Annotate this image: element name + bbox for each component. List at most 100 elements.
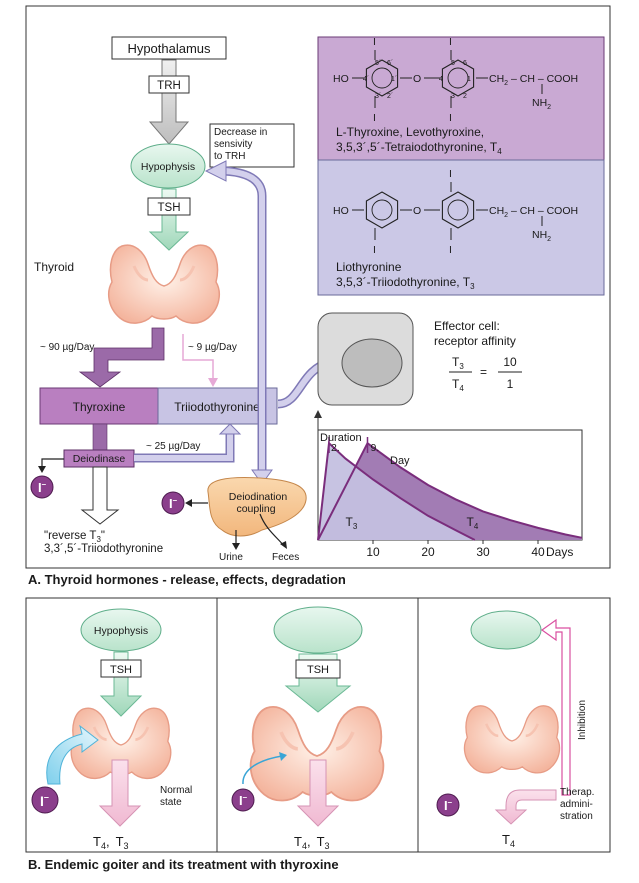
iodine-3: I [449,112,452,124]
ratio-t3: T3 [452,355,464,371]
tsh-arrow [148,188,190,251]
thyroxine-label: Thyroxine [73,400,126,414]
b3-inhibition-label: Inhibition [577,700,588,740]
ring-position-1: 6´ [387,60,393,67]
effector-nucleus [341,338,403,388]
b1-tsh-box [100,659,142,678]
t3-release-arrowhead [208,378,218,387]
levothyroxine-box [317,36,605,161]
liver-iodide-head [185,499,192,507]
x-tick-label-1: 20 [421,545,435,559]
benzene-ring-1 [365,59,399,97]
panel-a-caption: A. Thyroid hormones - release, effects, … [28,572,346,587]
b3-therap-line1: Therap. [560,787,594,798]
iodide-label-a2: I– [169,496,178,511]
ether-oxygen: O [413,205,421,217]
b1-iodide [31,786,59,814]
reverse-t3-label: "reverse T3" [44,530,105,544]
triiodothyronine-box [157,387,278,425]
lio-name-line1: Liothyronine [336,260,402,274]
ratio-denominator: 1 [507,377,514,391]
aromatic-circle-1 [371,67,393,89]
feedback-arrowhead-down [251,469,273,485]
aromatic-circle-2 [447,199,469,221]
b2-iodide-label: I– [239,793,248,808]
ring-position-6: 5 [451,60,455,67]
flow-90-label: ~ 90 µg/Day [40,342,94,353]
peak-label-t3: 2. [331,442,340,454]
series-t3-area [318,443,475,540]
b3-iodide [436,793,460,817]
aromatic-circle-1 [371,199,393,221]
b2-iodide-head [279,752,287,761]
peak-label-t4: 9. [371,442,380,454]
ring-position-10: 3 [451,93,455,100]
panel-b-caption: B. Endemic goiter and its treatment with… [28,857,339,872]
amine-group: NH2 [532,97,551,111]
iodide-circle-a1 [30,475,54,499]
ratio-t4: T4 [452,377,464,393]
reverse-t3-arrow [80,466,120,525]
b1-tsh-arrow [99,651,143,717]
trh-arrow [148,59,190,145]
series-t4-label: T4 [467,515,479,531]
b2-tsh-label: TSH [307,664,329,676]
levo-name-line1: L-Thyroxine, Levothyroxine, [336,125,484,139]
b2-iodide [231,788,255,812]
b2-iodide-arrow [242,755,283,785]
aromatic-circle-2 [447,67,469,89]
reverse-t3-name: 3,3´,5´-Triiodothyronine [44,543,163,555]
day-label: Day [390,455,410,467]
ratio-numerator: 10 [503,355,517,369]
ho-group: HO [333,73,349,85]
t4-release-arrow [78,327,165,388]
b1-hypophysis [80,608,162,652]
iodide-release-head [38,466,46,473]
feedback-arrow-fill [223,168,265,478]
flow-9-label: ~ 9 µg/Day [188,342,237,353]
iodine-3prime: I [373,112,376,124]
effector-label-line2: receptor affinity [434,334,516,348]
b3-inhibition-arrow [540,618,571,796]
liothyronine-box [317,159,605,296]
ring-position-9: 1 [467,76,471,83]
triiodothyronine-label: Triiodothyronine [174,400,260,414]
feedback-arrowhead-up [204,160,227,182]
ring-position-4: 3´ [375,93,381,100]
flow-25-label: ~ 25 µg/Day [146,441,200,452]
ring-position-2: 4´ [363,76,369,83]
urine-head [232,543,240,550]
iodide-label-a1: I– [38,480,47,495]
b2-tsh-box [295,659,341,679]
benzene-ring-2 [441,191,475,229]
b2-hypophysis [273,606,363,654]
b3-output-label: T4 [502,832,515,849]
b1-output-arrow [98,759,142,827]
x-tick-label-2: 30 [476,545,490,559]
ring-position-3: 1´ [391,76,397,83]
b1-normal-line1: Normal [160,785,192,796]
deiodinase-label: Deiodinase [73,453,126,465]
feces-head [280,541,287,549]
iodine-3: I [449,244,452,256]
b3-hypophysis [470,610,542,650]
ring-position-11: 2 [463,93,467,100]
urine-label: Urine [219,552,243,563]
hypophysis-label: Hypophysis [141,161,195,173]
hypothalamus-box [111,36,227,60]
liver-label-line2: coupling [236,503,275,515]
b1-output-label: T4,T3 [93,834,129,851]
lio-name-line2: 3,5,3´-Triiodothyronine, T3 [336,275,475,291]
ring-position-8: 4 [439,76,443,83]
feces-label: Feces [272,552,299,563]
series-t3-label: T3 [346,515,358,531]
b3-therap-line3: stration [560,811,593,822]
iodine-3prime: I [373,244,376,256]
conversion-arrowhead [218,423,242,435]
iodine-5: I [449,36,452,48]
b1-hypophysis-label: Hypophysis [94,625,148,637]
x-tick-label-0: 10 [366,545,380,559]
feedback-note-box [209,123,295,168]
ring-position-0: 5´ [375,60,381,67]
